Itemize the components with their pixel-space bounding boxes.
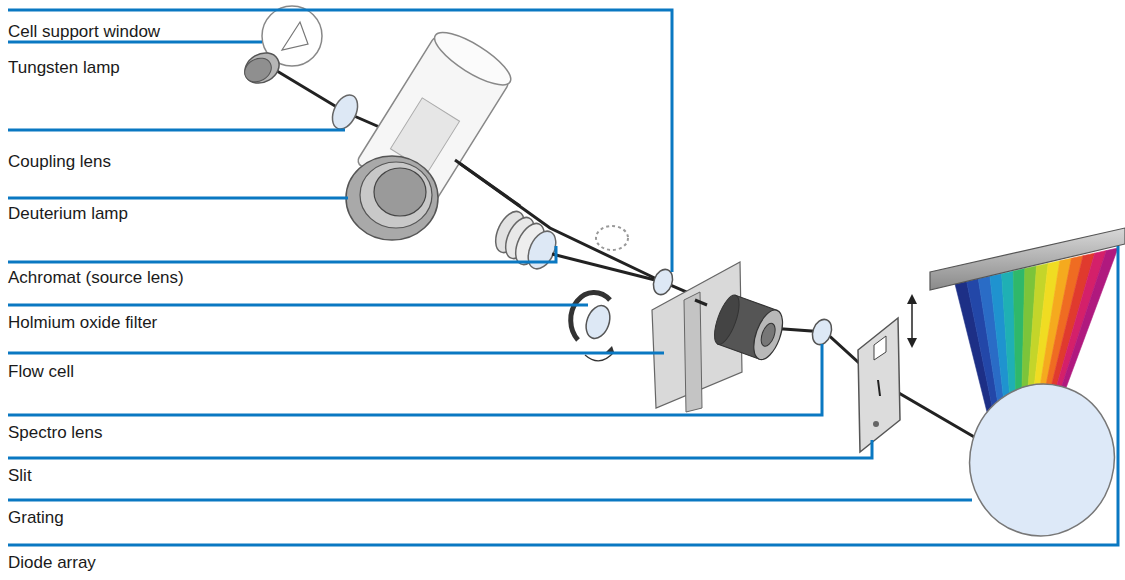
arrowhead [907, 294, 917, 304]
light-beam-segment [455, 160, 520, 206]
cell-front [748, 306, 788, 363]
lamp-base-front [240, 53, 275, 86]
part-label: Deuterium lamp [8, 204, 128, 224]
spectrum-band [1050, 251, 1106, 408]
diode-array [930, 228, 1125, 290]
part-label: Cell support window [8, 22, 160, 42]
part-label: Achromat (source lens) [8, 268, 184, 288]
arrow-shaft [911, 300, 913, 342]
leader-line [8, 352, 664, 355]
filter-path [596, 226, 628, 250]
slit-hole [873, 421, 879, 427]
part-label: Coupling lens [8, 152, 111, 172]
part-label: Slit [8, 466, 32, 486]
leader-line [8, 10, 672, 272]
leader-line [8, 344, 822, 415]
grating [953, 368, 1125, 552]
lamp-base [239, 47, 284, 89]
filter-glass [582, 302, 614, 341]
deuterium-lamp-flange [346, 156, 438, 240]
cell-port [758, 321, 777, 348]
part-label: Flow cell [8, 362, 74, 382]
leader-line [8, 246, 1118, 545]
flange-inner [374, 168, 426, 216]
holmium-filter [571, 292, 614, 360]
part-label: Tungsten lamp [8, 58, 120, 78]
light-beam-segment [552, 254, 663, 282]
part-label: Diode array [8, 553, 96, 573]
leader-line [8, 246, 556, 262]
light-beam [262, 62, 1000, 452]
leader-lines [8, 10, 1118, 545]
leader-line [8, 129, 345, 132]
leader-line [8, 499, 972, 502]
lamp-back [428, 23, 517, 93]
cell-back [709, 292, 744, 347]
slit-body [858, 318, 900, 452]
tungsten-lamp [239, 6, 322, 89]
lamp-filament [282, 22, 308, 50]
slit-opening [874, 336, 886, 360]
cell-plate [684, 292, 702, 412]
flange-outer [346, 156, 438, 240]
coupling-lens [327, 91, 362, 133]
leader-line [8, 440, 872, 458]
spectro-lens [809, 317, 835, 348]
part-label: Spectro lens [8, 423, 103, 443]
rotation-arrowhead [606, 346, 614, 352]
flow-cell [652, 262, 788, 412]
arrowhead [907, 338, 917, 348]
cell-channel [695, 300, 707, 305]
part-label: Holmium oxide filter [8, 313, 157, 333]
flange-ring [360, 162, 432, 228]
slit-opening [878, 380, 880, 396]
cell-body [709, 292, 788, 363]
part-label: Grating [8, 508, 64, 528]
spectrum-band [1055, 248, 1118, 406]
slit-plate [858, 318, 900, 452]
slit-move-arrow [907, 294, 917, 348]
leader-line [8, 304, 588, 307]
leader-line [8, 197, 348, 200]
